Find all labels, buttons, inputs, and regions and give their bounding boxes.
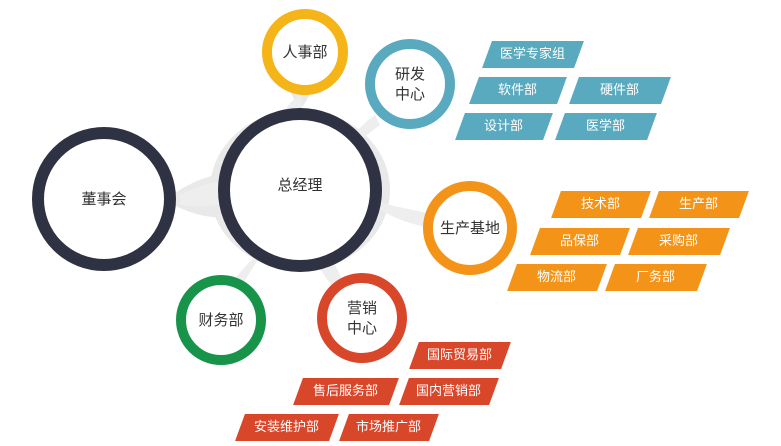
rnd-label-line2: 中心 — [394, 85, 426, 103]
center-ring — [218, 108, 382, 272]
tag-prod-production: 生产部 — [649, 191, 749, 218]
rnd-label-line1: 研发 — [394, 65, 426, 83]
tag-mkt-after-sales: 售后服务部 — [293, 378, 399, 405]
tag-rnd-medical-expert: 医学专家组 — [482, 41, 584, 68]
tag-mkt-domestic-sales: 国内营销部 — [399, 378, 499, 405]
tag-rnd-medical: 医学部 — [555, 113, 657, 140]
tag-mkt-international-trade: 国际贸易部 — [409, 342, 511, 369]
tag-mkt-promotion: 市场推广部 — [339, 414, 439, 441]
tag-mkt-installation: 安装维护部 — [235, 414, 339, 441]
tag-prod-purchasing: 采购部 — [628, 228, 730, 255]
production-label: 生产基地 — [439, 219, 501, 237]
marketing-label: 营销 中心 — [347, 298, 377, 338]
tag-rnd-design: 设计部 — [455, 113, 553, 140]
board-ring — [32, 127, 176, 271]
rnd-ring — [365, 39, 455, 129]
production-ring — [423, 181, 517, 275]
center-label: 总经理 — [277, 176, 323, 194]
marketing-label-line2: 中心 — [346, 319, 378, 337]
board-label: 董事会 — [81, 190, 127, 208]
tag-prod-facilities: 厂务部 — [605, 264, 707, 291]
hr-ring — [262, 9, 348, 95]
marketing-label-line1: 营销 — [346, 299, 378, 317]
tag-prod-tech: 技术部 — [551, 191, 651, 218]
tag-prod-logistics: 物流部 — [507, 264, 607, 291]
finance-ring — [176, 275, 266, 365]
rnd-label: 研发 中心 — [395, 64, 425, 104]
tag-rnd-software: 软件部 — [469, 77, 567, 104]
tag-rnd-hardware: 硬件部 — [569, 77, 671, 104]
tag-prod-qa: 品保部 — [530, 228, 630, 255]
marketing-ring — [317, 273, 407, 363]
hr-label: 人事部 — [282, 43, 328, 61]
finance-label: 财务部 — [198, 311, 244, 329]
